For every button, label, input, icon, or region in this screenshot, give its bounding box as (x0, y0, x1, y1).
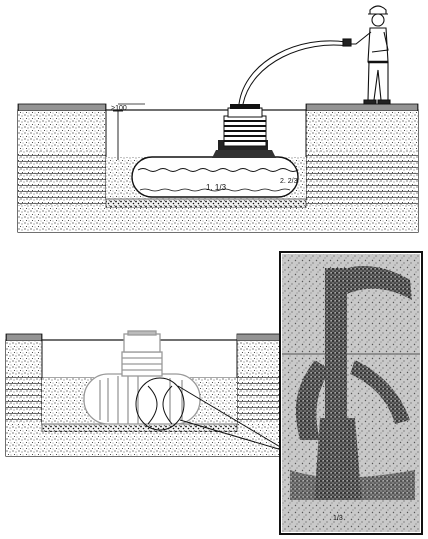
photo-detail-label: 1/3 (333, 515, 343, 522)
tank-fill-label: 1. 1/3 (206, 183, 227, 192)
top-right-layers (306, 150, 418, 205)
top-right-grass (305, 103, 419, 112)
top-left-grass (17, 103, 107, 112)
bottom-panel (5, 330, 283, 457)
top-bottom-soil (18, 208, 418, 232)
top-water-line (137, 168, 299, 172)
bottom-right-grass (236, 333, 281, 342)
top-panel: >100 1. 1/3 2. 2/3 (17, 5, 419, 233)
worker-figure (342, 5, 391, 105)
top-tank-dome (223, 104, 267, 147)
water-hose (238, 40, 349, 105)
depth-dimension: >100 (111, 103, 145, 160)
top-left-layers (18, 150, 106, 205)
depth-label: >100 (111, 105, 127, 112)
photo-inset: 1/3 (279, 251, 423, 535)
photo-pipe (325, 268, 347, 418)
bottom-tank (83, 330, 201, 425)
detail-lens (135, 377, 283, 451)
bottom-left-grass (5, 333, 43, 342)
side-label: 2. 2/3 (280, 178, 298, 185)
top-gravel-bed (105, 198, 307, 209)
